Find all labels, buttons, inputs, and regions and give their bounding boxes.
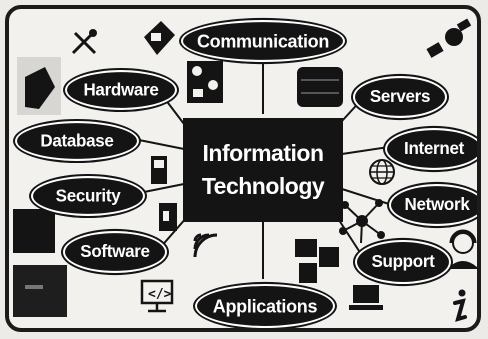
circuit-icon bbox=[17, 57, 61, 115]
central-topic-box: Information Technology bbox=[183, 118, 343, 222]
diagram-frame: </> Information Technology Communication… bbox=[5, 5, 481, 332]
circuit-board-icon bbox=[187, 61, 223, 103]
node-database: Database bbox=[15, 121, 139, 161]
laptop-icon bbox=[349, 285, 383, 310]
monitor-icon: </> bbox=[140, 279, 174, 313]
wifi-signal-icon bbox=[193, 233, 218, 258]
central-topic-line1: Information bbox=[202, 140, 325, 166]
info-icon bbox=[453, 289, 467, 322]
laptop-dark-icon bbox=[13, 265, 67, 317]
central-topic-line2: Technology bbox=[201, 173, 325, 199]
node-software: Software bbox=[63, 231, 167, 273]
phone-icon bbox=[151, 156, 167, 184]
server-rack-icon bbox=[297, 67, 343, 107]
devices-icon bbox=[295, 239, 339, 283]
node-hardware: Hardware bbox=[65, 70, 177, 110]
globe-icon bbox=[369, 159, 395, 185]
network-icon bbox=[339, 199, 385, 244]
screen-icon bbox=[13, 209, 55, 253]
node-network: Network bbox=[389, 184, 477, 226]
node-support: Support bbox=[355, 239, 451, 285]
book-icon bbox=[159, 203, 177, 231]
fax-icon bbox=[144, 21, 175, 55]
node-servers: Servers bbox=[353, 76, 447, 118]
node-security: Security bbox=[31, 176, 145, 216]
node-internet: Internet bbox=[385, 128, 477, 170]
node-communication: Communication bbox=[181, 20, 345, 62]
svg-text:</>: </> bbox=[148, 287, 172, 302]
tools-icon bbox=[71, 29, 97, 55]
support-agent-icon bbox=[447, 229, 477, 269]
node-applications: Applications bbox=[195, 283, 335, 328]
satellite-icon bbox=[426, 18, 472, 58]
